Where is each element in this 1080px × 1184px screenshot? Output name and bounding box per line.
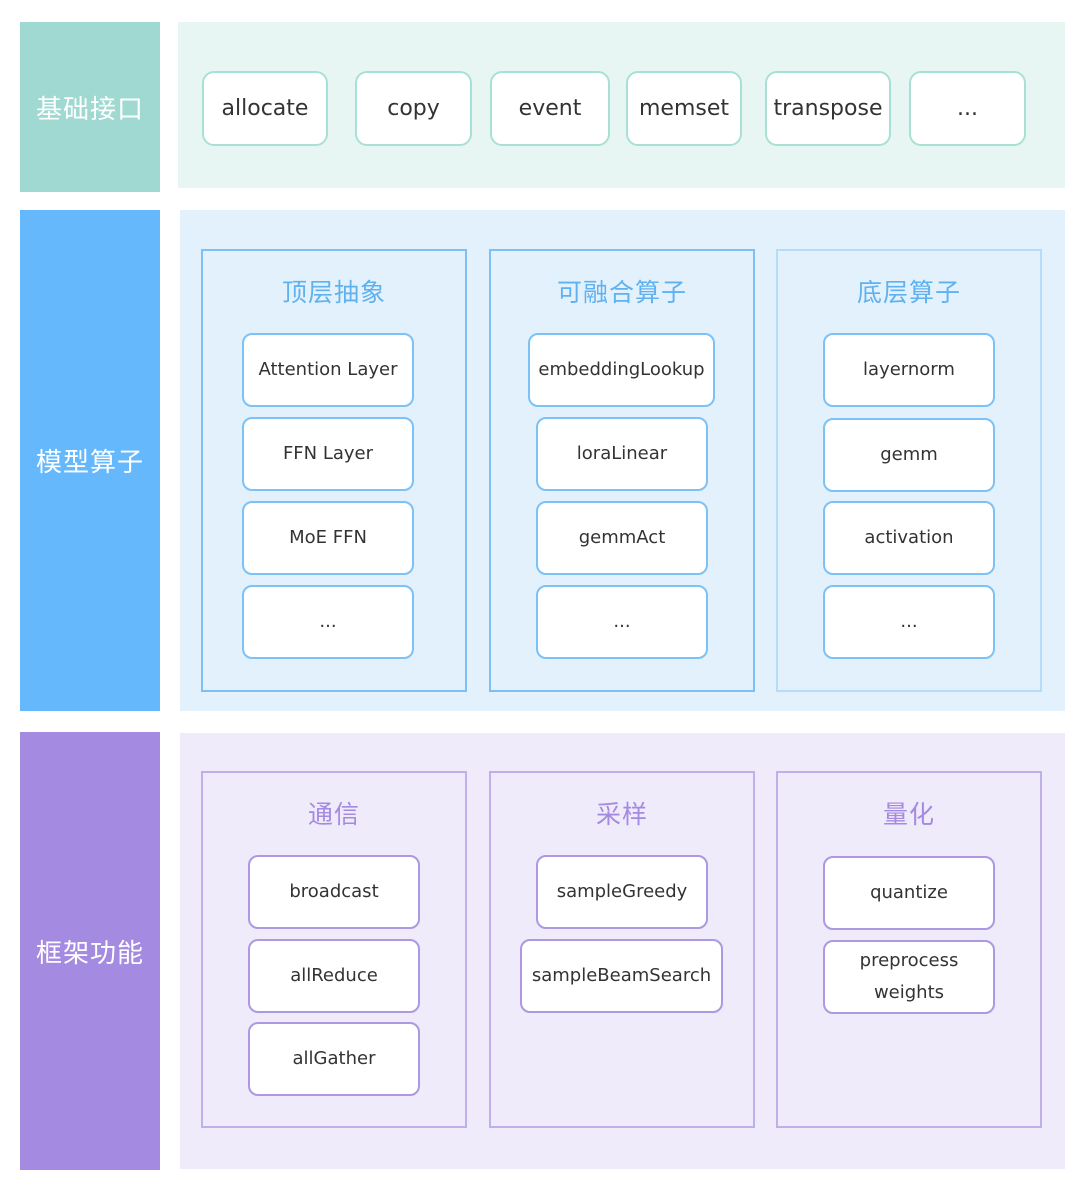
chip-fusible-more: ... [536, 585, 708, 659]
column-title: 底层算子 [856, 278, 961, 307]
column-sampling: 采样 [489, 771, 755, 1128]
framework-feature-label-text: 框架功能 [35, 938, 144, 969]
column-title: 顶层抽象 [281, 278, 386, 307]
chip-allocate: allocate [202, 71, 328, 146]
basic-interface-label: 基础接口 [20, 22, 160, 192]
chip-attention-layer: Attention Layer [242, 333, 414, 407]
chip-sample-beam-search: sampleBeamSearch [520, 939, 723, 1013]
chip-broadcast: broadcast [248, 855, 420, 929]
chip-moe-ffn: MoE FFN [242, 501, 414, 575]
basic-interface-label-text: 基础接口 [35, 94, 144, 125]
chip-ffn-layer: FFN Layer [242, 417, 414, 491]
chip-embedding-lookup: embeddingLookup [528, 333, 715, 407]
column-low-level-operators: 底层算子 [776, 249, 1042, 692]
chip-top-more: ... [242, 585, 414, 659]
chip-memset: memset [626, 71, 742, 146]
model-operator-label: 模型算子 [20, 210, 160, 711]
chip-weights-line: weights [873, 982, 945, 1003]
column-title: 量化 [882, 800, 935, 829]
chip-low-level-more: ... [823, 585, 995, 659]
chip-activation: activation [823, 501, 995, 575]
chip-gemm-act: gemmAct [536, 501, 708, 575]
column-communication: 通信 [201, 771, 467, 1128]
column-fusible-operators: 可融合算子 [489, 249, 755, 692]
chip-transpose: transpose [765, 71, 891, 146]
framework-feature-label: 框架功能 [20, 732, 160, 1170]
chip-event: event [490, 71, 610, 146]
chip-gemm: gemm [823, 418, 995, 492]
column-title: 采样 [595, 800, 648, 829]
chip-sample-greedy: sampleGreedy [536, 855, 708, 929]
chip-layernorm: layernorm [823, 333, 995, 407]
chip-preprocess-line: preprocess [859, 950, 959, 971]
chip-quantize: quantize [823, 856, 995, 930]
chip-lora-linear: loraLinear [536, 417, 708, 491]
column-top-abstraction: 顶层抽象 [201, 249, 467, 692]
chip-preprocess-weights: preprocess weights [823, 940, 995, 1014]
chip-copy: copy [355, 71, 472, 146]
chip-allgather: allGather [248, 1022, 420, 1096]
column-quantization: 量化 [776, 771, 1042, 1128]
chip-basic-more: ... [909, 71, 1026, 146]
model-operator-label-text: 模型算子 [35, 448, 144, 478]
chip-allreduce: allReduce [248, 939, 420, 1013]
column-title: 通信 [307, 800, 360, 829]
column-title: 可融合算子 [556, 278, 687, 307]
